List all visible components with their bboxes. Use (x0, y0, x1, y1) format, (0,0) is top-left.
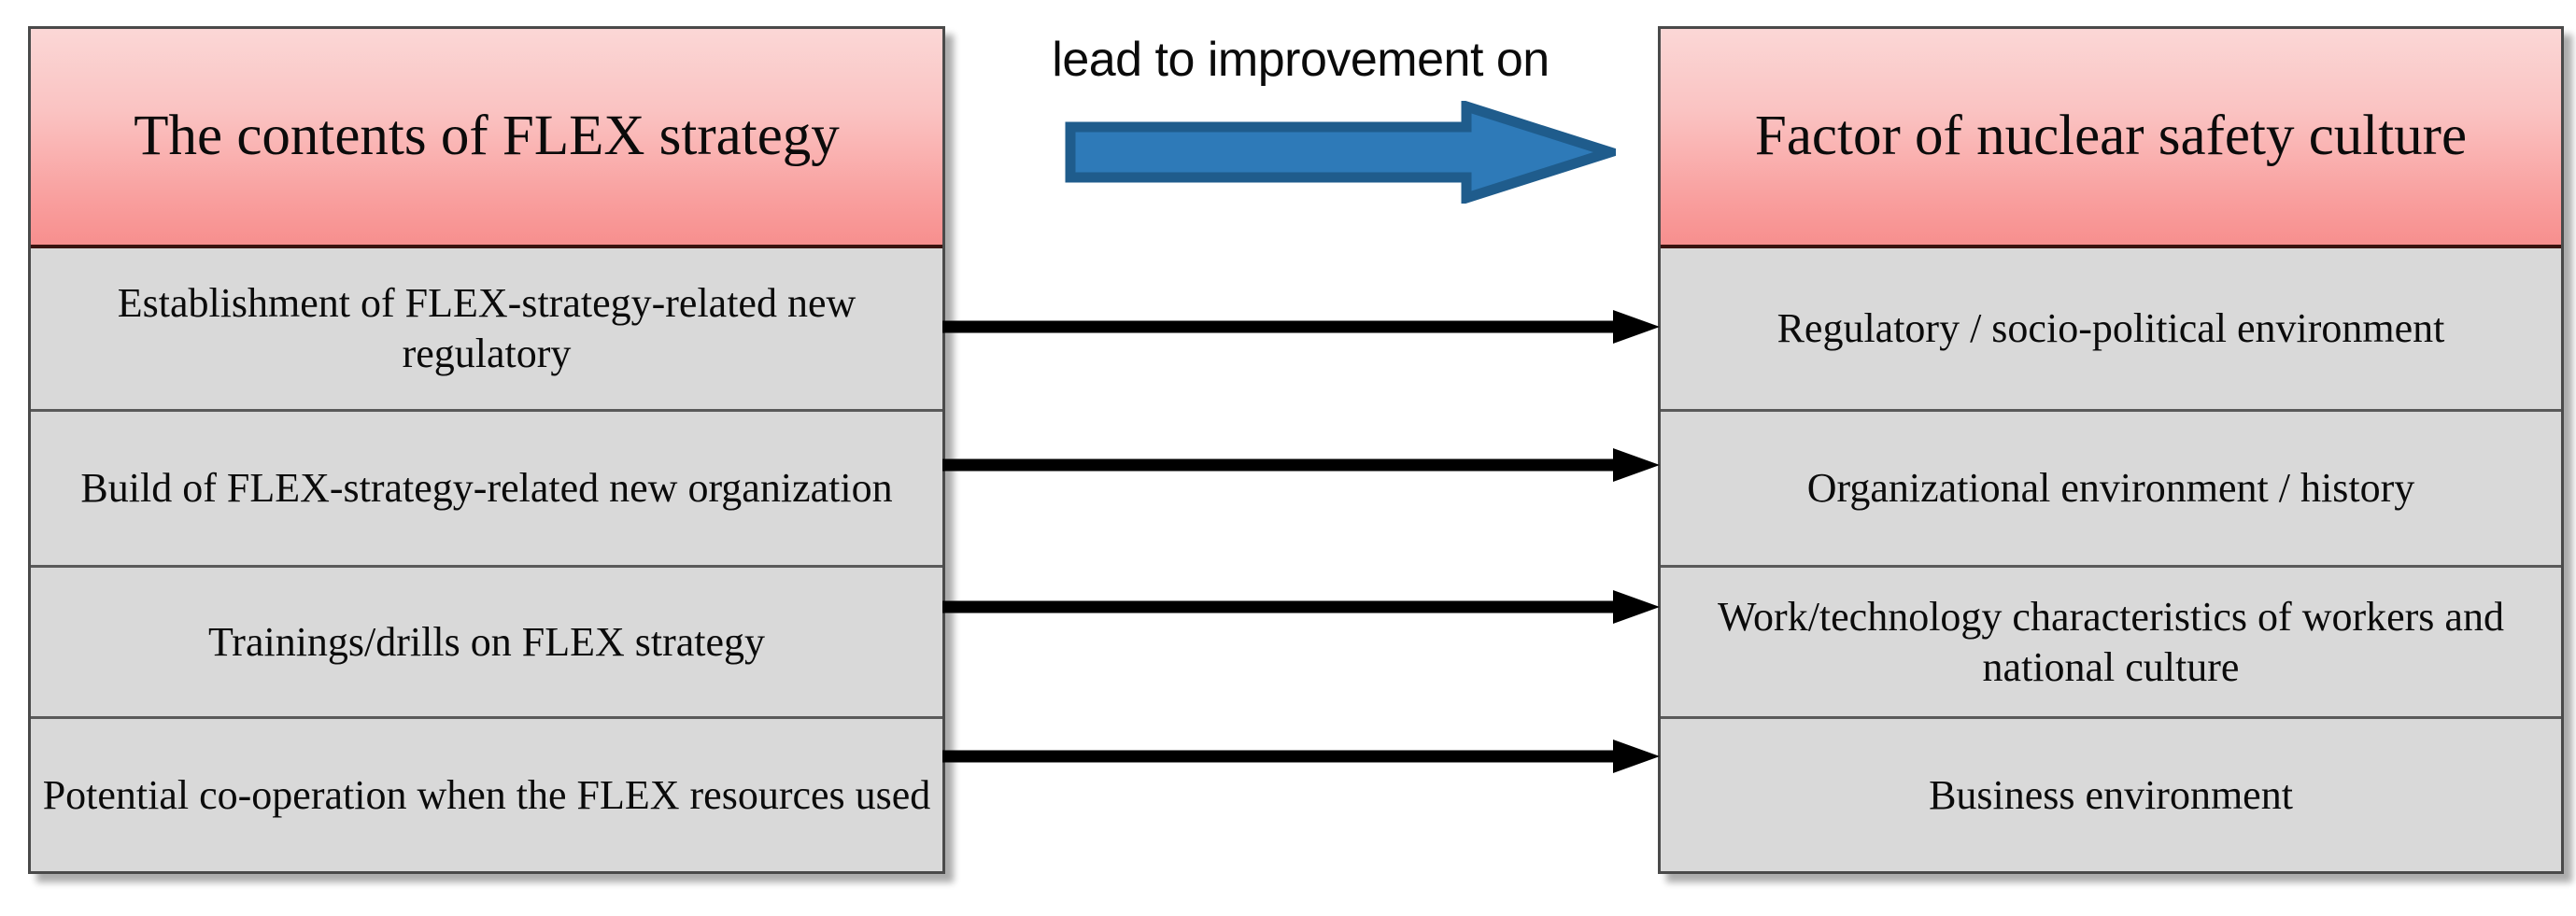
table-row: Potential co-operation when the FLEX res… (31, 716, 942, 871)
right-row-3-label: Work/technology characteristics of worke… (1718, 593, 2504, 690)
nuclear-safety-culture-factors-table: Factor of nuclear safety culture Regulat… (1658, 26, 2564, 874)
right-row-2-label: Organizational environment / history (1806, 465, 2415, 512)
left-table-header: The contents of FLEX strategy (31, 29, 942, 248)
connector-arrow-1-icon (942, 308, 1663, 345)
connector-arrow-3-icon (942, 588, 1663, 626)
left-row-2-label: Build of FLEX-strategy-related new organ… (80, 465, 893, 512)
table-row: Work/technology characteristics of worke… (1661, 565, 2561, 716)
table-row: Build of FLEX-strategy-related new organ… (31, 409, 942, 565)
right-table-header: Factor of nuclear safety culture (1661, 29, 2561, 248)
left-table-header-label: The contents of FLEX strategy (134, 105, 840, 168)
connector-arrow-2-icon (942, 446, 1663, 484)
connector-arrow-4-icon (942, 738, 1663, 775)
left-row-4-label: Potential co-operation when the FLEX res… (42, 771, 931, 818)
table-row: Organizational environment / history (1661, 409, 2561, 565)
left-row-3-label: Trainings/drills on FLEX strategy (207, 618, 766, 665)
right-row-4-label: Business environment (1929, 771, 2293, 818)
table-row: Regulatory / socio-political environment (1661, 248, 2561, 409)
table-row: Establishment of FLEX-strategy-related n… (31, 248, 942, 409)
block-arrow-right-icon (1065, 99, 1628, 205)
table-row: Trainings/drills on FLEX strategy (31, 565, 942, 716)
table-row: Business environment (1661, 716, 2561, 871)
left-table-rows: Establishment of FLEX-strategy-related n… (31, 248, 942, 871)
right-table-rows: Regulatory / socio-political environment… (1661, 248, 2561, 871)
left-row-1-label: Establishment of FLEX-strategy-related n… (117, 280, 856, 376)
flex-strategy-contents-table: The contents of FLEX strategy Establishm… (28, 26, 945, 874)
right-table-header-label: Factor of nuclear safety culture (1754, 105, 2468, 168)
relation-label: lead to improvement on (1052, 33, 1550, 87)
right-row-1-label: Regulatory / socio-political environment (1776, 305, 2445, 352)
